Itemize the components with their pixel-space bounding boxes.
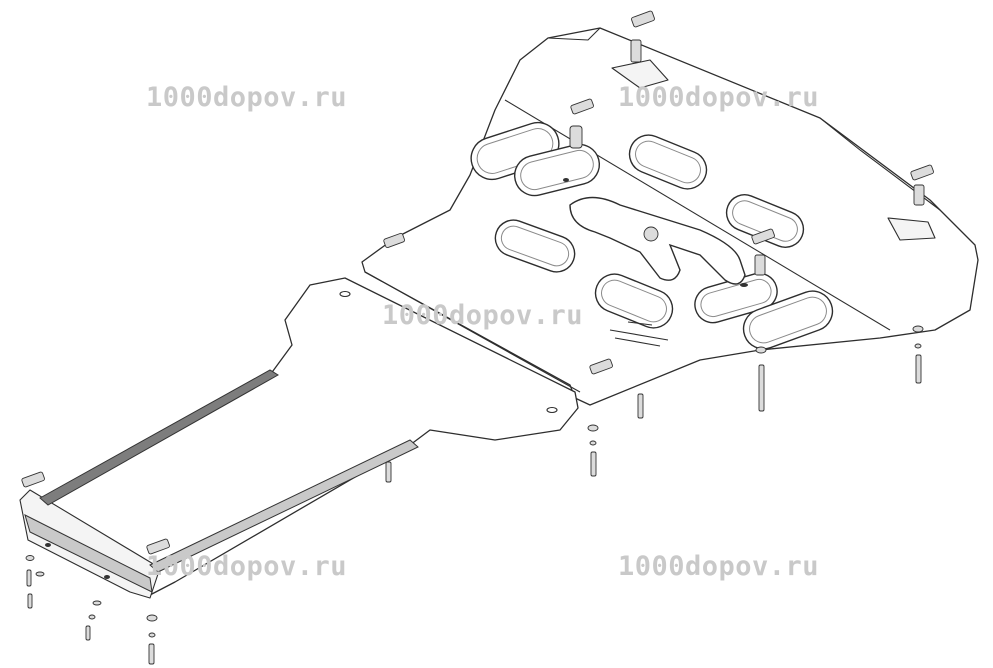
watermark: 1000dopov.ru <box>382 300 584 331</box>
fasteners <box>21 10 934 665</box>
watermark: 1000dopov.ru <box>146 551 348 582</box>
watermark: 1000dopov.ru <box>618 82 820 113</box>
stiffening-ribs <box>470 121 834 350</box>
watermark: 1000dopov.ru <box>146 82 348 113</box>
gearbox-plate <box>19 277 579 599</box>
watermark: 1000dopov.ru <box>618 551 820 582</box>
engine-guard-plate <box>361 27 979 406</box>
